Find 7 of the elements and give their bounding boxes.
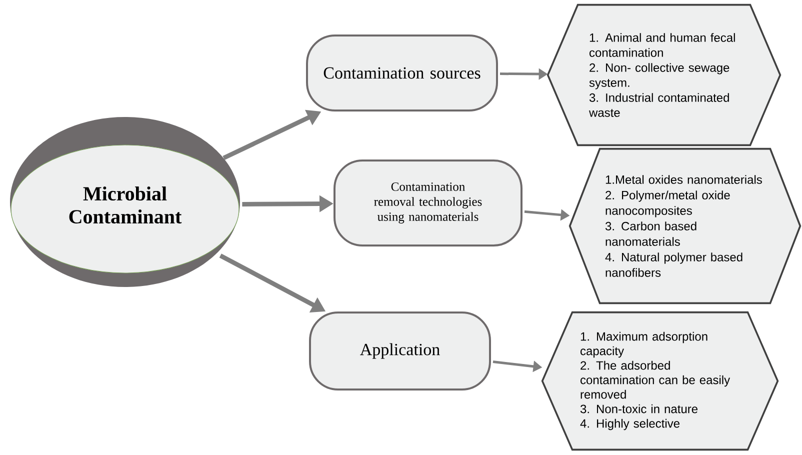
rounded-box: Contamination sources xyxy=(306,34,498,112)
rounded-box: Application xyxy=(309,312,491,390)
ellipse-node: Microbial Contaminant xyxy=(10,117,240,287)
hexagon-box: 1. Animal and human fecal contamination 2. Non- collective sewage system. 3. Industrial contaminated waste xyxy=(546,4,782,146)
hexagon-box: 1. Maximum adsorption capacity 2. The adsorbed contamination can be easily removed 3. Non-toxic in nature 4. Highly selective xyxy=(541,311,779,451)
hexagon-box: 1.Metal oxides nanomaterials 2. Polymer/metal oxide nanocomposites 3. Carbon based nanomaterials 4. Natural polymer based nanofibers xyxy=(568,148,802,304)
rounded-box: Contamination removal technologies using nanomaterials xyxy=(334,160,522,246)
